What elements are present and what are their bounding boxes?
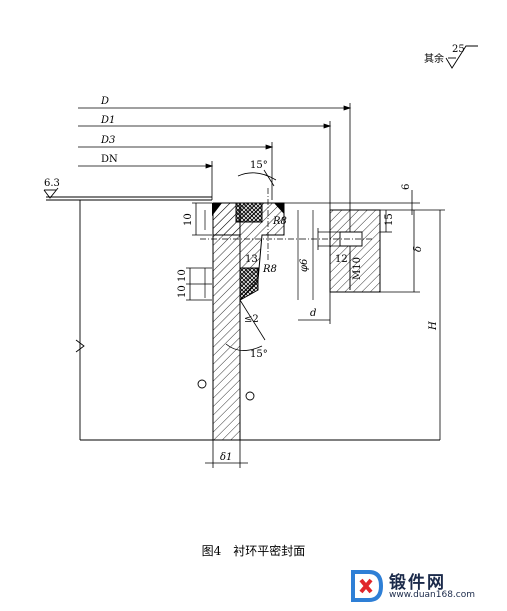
label-15: 15 — [384, 213, 395, 226]
bottom-dims — [205, 440, 248, 468]
watermark-title: 锻件网 — [389, 573, 446, 593]
label-delta1: δ1 — [220, 452, 232, 463]
label-DN: DN — [101, 154, 118, 165]
roughness-symbol-surface: 6.3 — [43, 178, 60, 199]
label-M10: M10 — [352, 257, 363, 280]
label-10-c: 10 — [177, 285, 188, 298]
label-angle-top: 15° — [250, 160, 268, 171]
right-dims — [284, 190, 445, 440]
label-12: 12 — [335, 254, 348, 265]
label-D3: D3 — [100, 135, 115, 146]
bolt-thread — [300, 228, 372, 250]
weld-fillet-left — [212, 203, 222, 216]
roughness-prefix: 其余 — [424, 52, 444, 65]
figure-caption: 图4 衬环平密封面 — [201, 544, 306, 558]
label-angle-bottom: 15° — [250, 349, 268, 360]
label-H: H — [428, 321, 439, 331]
watermark-logo-icon — [351, 570, 384, 602]
vessel-outline — [46, 196, 440, 441]
label-R8-top: R8 — [272, 216, 287, 227]
seal-area-bottom — [239, 267, 259, 301]
label-10-a: 10 — [183, 213, 194, 226]
center-lines — [200, 188, 314, 300]
shell-roughness-marks — [197, 379, 255, 401]
left-dims — [186, 202, 212, 301]
roughness-value: 25 — [452, 44, 465, 55]
weld-fillet-right — [274, 203, 284, 214]
flange-block — [329, 209, 381, 293]
label-D1: D1 — [100, 115, 115, 126]
roughness-symbol-general: 其余 25 — [424, 44, 478, 69]
label-13: 13 — [245, 254, 258, 265]
label-le2: ≤2 — [244, 314, 259, 325]
label-10-b: 10 — [177, 269, 188, 282]
watermark-url: www.duan168.com — [389, 590, 476, 600]
roughness-surface-value: 6.3 — [44, 178, 60, 189]
label-D: D — [100, 96, 109, 107]
lining-ring-shell — [212, 202, 241, 441]
diameter-dimensions — [78, 103, 352, 290]
watermark: 锻件网 www.duan168.com — [347, 566, 497, 606]
label-6: 6 — [401, 184, 412, 190]
label-delta: δ — [413, 246, 424, 252]
label-phi6: φ6 — [299, 258, 310, 272]
seal-area-top — [235, 202, 263, 223]
label-d: d — [310, 308, 316, 319]
angle-arcs — [225, 169, 277, 351]
label-R8-bottom: R8 — [262, 264, 277, 275]
